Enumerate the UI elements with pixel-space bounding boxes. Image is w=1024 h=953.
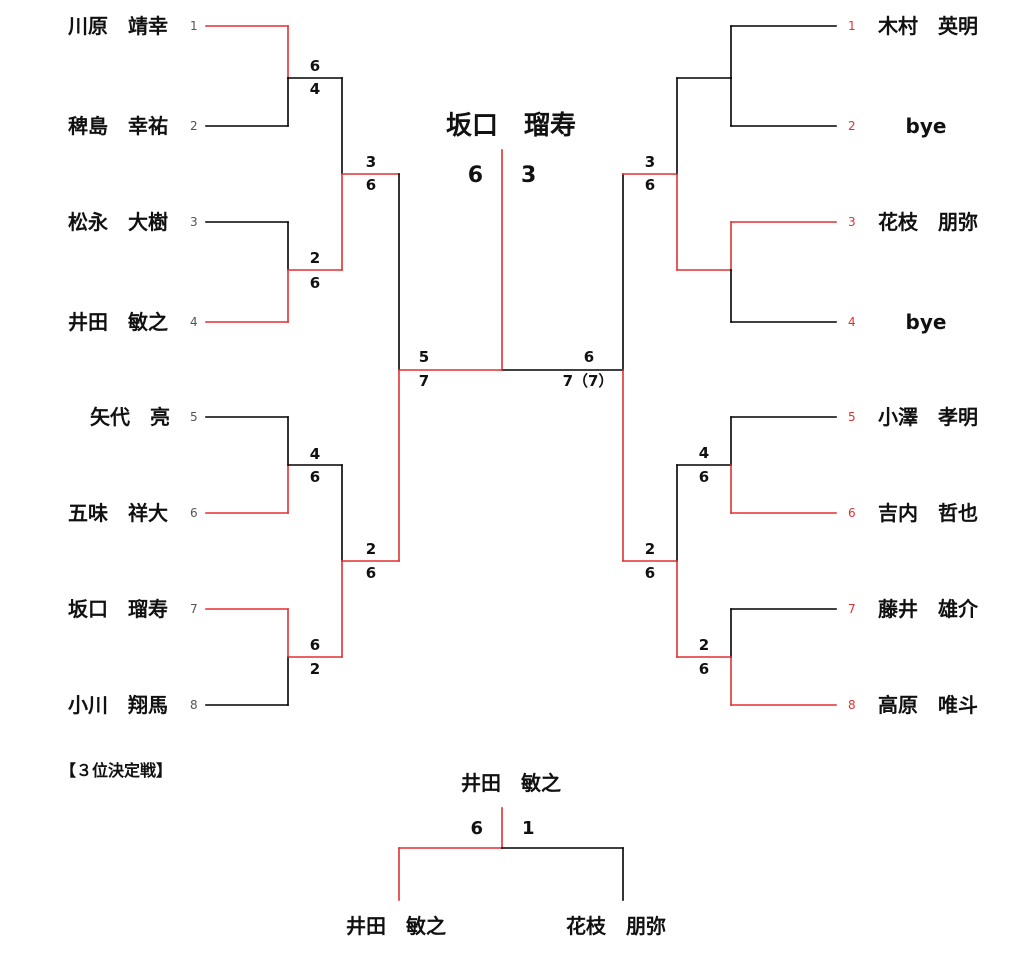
match-score-top: 2 — [699, 636, 709, 654]
match-score-bottom: 6 — [310, 274, 320, 292]
left-seed: 7 — [190, 602, 198, 616]
match-score-bottom: 6 — [645, 176, 655, 194]
left-player-name: 松永 大樹 — [68, 210, 168, 234]
right-players: 木村 英明 bye 花枝 朋弥 bye 小澤 孝明 吉内 哲也 藤井 雄介 高原… — [848, 14, 979, 717]
match-score-bottom: 6 — [366, 176, 376, 194]
right-player-name: 高原 唯斗 — [878, 693, 978, 717]
final-score-right: 3 — [521, 163, 536, 188]
match-score-top: 4 — [699, 444, 709, 462]
champion-name: 坂口 瑠寿 — [446, 111, 576, 141]
left-seed: 1 — [190, 19, 198, 33]
third-place-player-right: 花枝 朋弥 — [566, 914, 666, 938]
match-score-top: 6 — [310, 57, 320, 75]
match-score-top: 3 — [645, 153, 655, 171]
match-score-top: 6 — [310, 636, 320, 654]
right-player-name: 木村 英明 — [877, 14, 978, 38]
third-place-score-left: 6 — [470, 818, 483, 839]
final: 坂口 瑠寿 6 3 — [446, 111, 576, 188]
match-score-top: 2 — [645, 540, 655, 558]
right-player-name: 小澤 孝明 — [878, 405, 978, 429]
match-score-bottom: 6 — [645, 564, 655, 582]
left-seed: 8 — [190, 698, 198, 712]
right-player-name: bye — [906, 114, 947, 138]
match-score-top: 4 — [310, 445, 320, 463]
third-place-match: 【３位決定戦】 井田 敏之 6 1 井田 敏之 花枝 朋弥 — [60, 761, 666, 938]
match-score-bottom: 6 — [366, 564, 376, 582]
right-seed: 7 — [848, 602, 856, 616]
semifinal-score-top: 5 — [419, 348, 429, 366]
left-player-name: 川原 靖幸 — [67, 14, 168, 38]
left-player-name: 井田 敏之 — [68, 310, 168, 334]
bracket-lines — [205, 25, 837, 901]
match-score-bottom: 2 — [310, 660, 320, 678]
right-seed: 3 — [848, 215, 856, 229]
final-score-left: 6 — [468, 163, 483, 188]
left-player-name: 坂口 瑠寿 — [68, 597, 168, 621]
left-player-name: 小川 翔馬 — [68, 693, 168, 717]
match-score-bottom: 6 — [699, 468, 709, 486]
right-player-name: 藤井 雄介 — [877, 597, 979, 621]
semifinal-score-bottom: 7 — [419, 372, 429, 390]
semifinal-score-top: 6 — [584, 348, 594, 366]
third-place-heading: 【３位決定戦】 — [60, 761, 172, 780]
match-score-top: 2 — [310, 249, 320, 267]
left-seed: 5 — [190, 410, 198, 424]
right-seed: 4 — [848, 315, 856, 329]
third-place-player-left: 井田 敏之 — [346, 914, 446, 938]
left-player-name: 矢代 亮 — [90, 405, 170, 429]
left-seed: 6 — [190, 506, 198, 520]
right-seed: 2 — [848, 119, 856, 133]
left-player-name: 五味 祥大 — [68, 501, 168, 525]
left-players: 川原 靖幸 稗島 幸祐 松永 大樹 井田 敏之 矢代 亮 五味 祥大 坂口 瑠寿… — [67, 14, 198, 717]
left-seed: 2 — [190, 119, 198, 133]
third-place-score-right: 1 — [522, 818, 535, 839]
right-player-name: bye — [906, 310, 947, 334]
match-score-top: 3 — [366, 153, 376, 171]
right-seed: 8 — [848, 698, 856, 712]
semifinal-score-bottom: 7（7） — [563, 372, 614, 390]
match-score-bottom: 6 — [699, 660, 709, 678]
left-seed: 3 — [190, 215, 198, 229]
match-score-top: 2 — [366, 540, 376, 558]
right-seed: 6 — [848, 506, 856, 520]
left-seed: 4 — [190, 315, 198, 329]
match-score-bottom: 4 — [310, 80, 320, 98]
right-player-name: 吉内 哲也 — [878, 501, 978, 525]
right-player-name: 花枝 朋弥 — [878, 210, 978, 234]
right-seed: 1 — [848, 19, 856, 33]
left-scores: 6 4 2 6 4 6 6 2 3 6 2 6 5 7 — [310, 57, 429, 678]
right-seed: 5 — [848, 410, 856, 424]
match-score-bottom: 6 — [310, 468, 320, 486]
third-place-winner: 井田 敏之 — [461, 771, 561, 795]
left-player-name: 稗島 幸祐 — [68, 114, 168, 138]
right-scores: 3 6 4 6 2 6 2 6 6 7（7） — [563, 153, 710, 678]
